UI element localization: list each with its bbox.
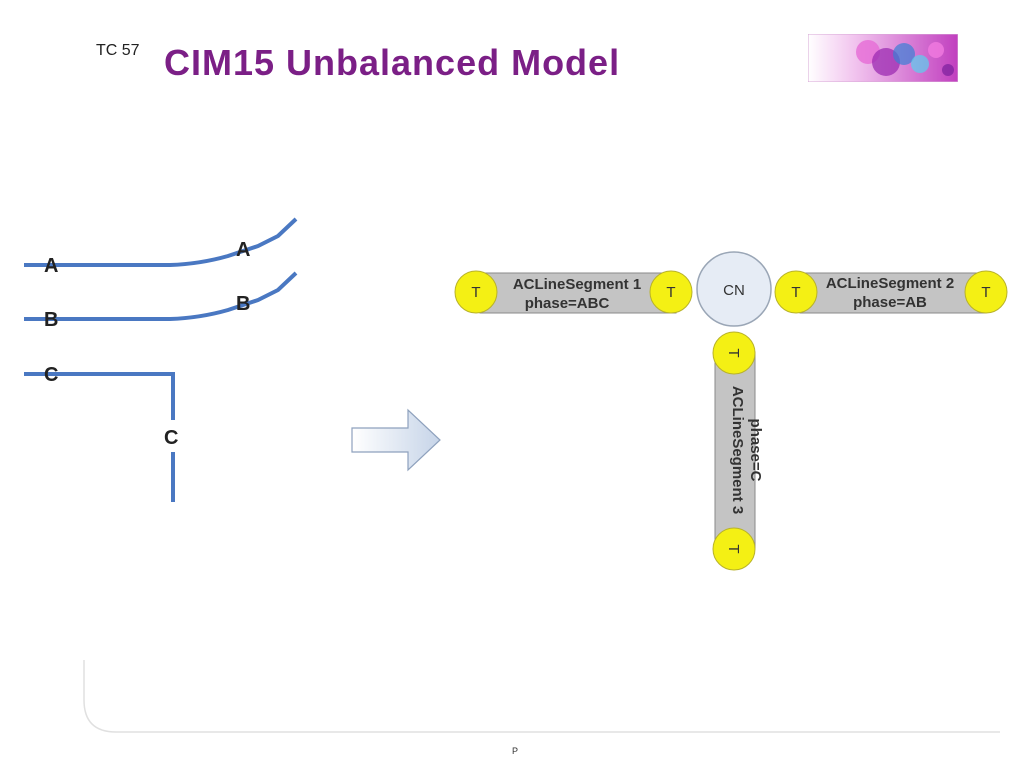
terminal-seg3-bottom <box>712 527 756 571</box>
terminal-seg3-bottom-label: T <box>725 544 742 553</box>
segment3-name: ACLineSegment 3 <box>729 386 746 514</box>
wire-phase-a <box>24 217 298 267</box>
phase-a-left-label: A <box>44 255 58 277</box>
footer-page-marker: P <box>512 746 519 756</box>
wire-phase-c <box>24 372 175 420</box>
segment3-phase: phase=C <box>747 419 764 482</box>
tc-label: TC 57 <box>96 42 140 59</box>
terminal-seg3-top <box>712 331 756 375</box>
cim-model: ACLineSegment 1 phase=ABC ACLineSegment … <box>454 251 1008 571</box>
terminal-seg1-right <box>649 270 693 314</box>
wire-phase-b <box>24 271 298 321</box>
phase-b-right-label: B <box>236 293 250 315</box>
terminal-seg2-left-label: T <box>791 284 800 301</box>
segment2-bar <box>799 272 987 314</box>
segment1-name: ACLineSegment 1 <box>513 276 641 293</box>
segment2-phase: phase=AB <box>853 294 927 311</box>
terminal-seg1-left <box>454 270 498 314</box>
left-network: A A B B C C <box>24 217 298 502</box>
connectivity-node-label: CN <box>723 282 745 299</box>
terminal-seg1-right-label: T <box>666 284 675 301</box>
phase-c-bottom-label: C <box>164 427 178 449</box>
segment2-name: ACLineSegment 2 <box>826 275 954 292</box>
terminal-seg3-top-label: T <box>725 348 742 357</box>
phase-c-left-label: C <box>44 364 58 386</box>
phase-b-left-label: B <box>44 309 58 331</box>
header-logo-image <box>808 34 958 82</box>
right-arrow-icon <box>351 408 441 472</box>
terminal-seg2-right-label: T <box>981 284 990 301</box>
terminal-seg1-left-label: T <box>471 284 480 301</box>
slide-frame-corner <box>83 660 1000 733</box>
phase-a-right-label: A <box>236 239 250 261</box>
page-title: CIM15 Unbalanced Model <box>164 42 621 83</box>
segment1-phase: phase=ABC <box>525 295 610 312</box>
connectivity-node <box>696 251 772 327</box>
terminal-seg2-right <box>964 270 1008 314</box>
terminal-seg2-left <box>774 270 818 314</box>
segment3-bar <box>714 351 756 549</box>
